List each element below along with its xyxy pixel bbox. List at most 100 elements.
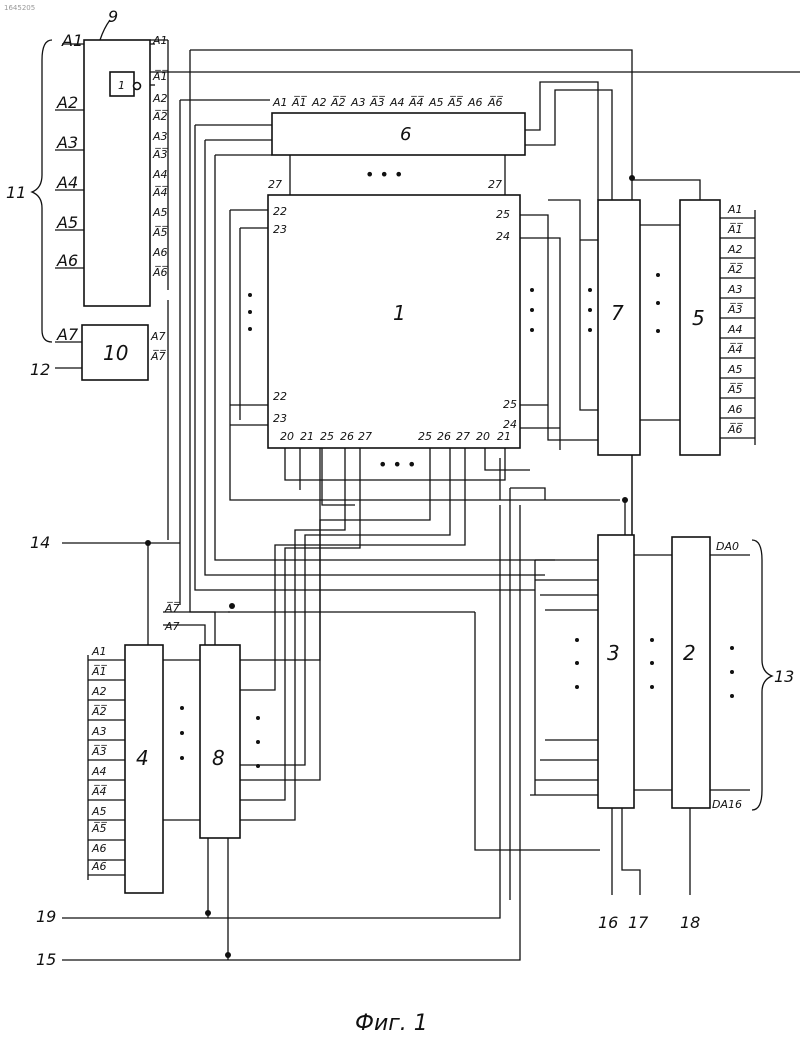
- block-8-label: 8: [212, 746, 225, 770]
- ref-11: 11: [6, 183, 26, 202]
- reg11-out-label: A1: [152, 34, 168, 47]
- block-6: 6: [272, 113, 525, 155]
- b1-bottom-pin: 25: [418, 430, 432, 443]
- reg11-out-label: A̅3̅: [152, 148, 169, 161]
- bus-bottom-label: DA16: [712, 798, 742, 811]
- b4-top-label: A̅7̅: [164, 602, 181, 615]
- ref-14: 14: [30, 533, 50, 552]
- block-2-label: 2: [683, 641, 696, 665]
- b4-label: A2: [91, 685, 107, 698]
- b6-in-label: A3: [350, 96, 366, 109]
- b6-in-label: A1: [272, 96, 288, 109]
- bus-top-label: DA0: [716, 540, 739, 553]
- b4-label: A̅2̅: [91, 705, 108, 718]
- b1-bottom-pin: 20: [280, 430, 294, 443]
- b6-in-label: A̅6̅: [487, 96, 504, 109]
- b6-in-label: A2: [311, 96, 327, 109]
- b6-in-label: A6: [467, 96, 483, 109]
- block-6-body: [272, 113, 525, 155]
- reg11-out-label: A̅1̅: [152, 70, 169, 83]
- reg11-in-label: A5: [56, 213, 78, 232]
- b1-bottom-pin: 27: [456, 430, 470, 443]
- b6-pin-left: 27: [268, 178, 282, 191]
- brace-11: [32, 40, 52, 342]
- inverter-label: 1: [118, 79, 125, 92]
- reg11-in-label: A4: [56, 173, 78, 192]
- reg10-out-label: A̅7̅: [150, 350, 167, 363]
- b1-left-pin: 22: [273, 205, 287, 218]
- reg11-out-label: A̅2̅: [152, 110, 169, 123]
- figure-caption: Фиг. 1: [355, 1011, 428, 1036]
- block-8-body: [200, 645, 240, 838]
- b6-in-label: A̅3̅: [369, 96, 386, 109]
- reg11-out-label: A5: [152, 206, 168, 219]
- block-5: 5: [680, 200, 720, 455]
- b1-bottom-pin: 20: [476, 430, 490, 443]
- reg11-out-label: A3: [152, 130, 168, 143]
- block-2-body: [672, 537, 710, 808]
- inverter-bubble: [134, 83, 141, 90]
- reg11-in-label: A1: [61, 31, 83, 50]
- reg11-out-label: A̅4̅: [152, 186, 169, 199]
- b4-label: A3: [91, 725, 107, 738]
- block-3: 3: [598, 535, 634, 808]
- block-7: 7: [598, 200, 640, 455]
- b1-bottom-pin: 25: [320, 430, 334, 443]
- reg11-in-label: A2: [56, 93, 78, 112]
- reg11-out-label: A2: [152, 92, 168, 105]
- block-4-label: 4: [136, 746, 149, 770]
- block-3-label: 3: [607, 641, 620, 665]
- ref-18: 18: [680, 913, 700, 932]
- bus-13-labels: DA0 DA16: [712, 540, 772, 811]
- b6-in-label: A4: [389, 96, 405, 109]
- block-8: 8: [200, 645, 240, 838]
- b1-left-pin: 22: [273, 390, 287, 403]
- b6-in-label: A̅1̅: [291, 96, 308, 109]
- b5-label: A6: [727, 403, 743, 416]
- block-7-label: 7: [611, 301, 624, 325]
- ref-9: 9: [108, 7, 118, 26]
- b6-ellipsis: • • •: [365, 165, 403, 184]
- b1-bottom-pin: 21: [497, 430, 511, 443]
- block-1: 1: [268, 195, 520, 448]
- b4-top-label: A7: [164, 620, 180, 633]
- b4-label: A̅4̅: [91, 785, 108, 798]
- b5-label: A̅6̅: [727, 423, 744, 436]
- b1-left-pin: 23: [273, 412, 287, 425]
- block-1-label: 1: [393, 301, 406, 325]
- reg10-out-label: A7: [150, 330, 166, 343]
- b1-bottom-ellipsis: • • •: [378, 455, 416, 474]
- b1-bottom-pin: 21: [300, 430, 314, 443]
- b4-label: A̅5̅: [91, 822, 108, 835]
- b5-label: A̅4̅: [727, 343, 744, 356]
- block-6-label: 6: [400, 124, 411, 145]
- b1-right-pin: 25: [496, 208, 510, 221]
- b5-label: A1: [727, 203, 743, 216]
- block-2: 2: [672, 537, 710, 808]
- b6-pin-right: 27: [488, 178, 502, 191]
- b5-label: A5: [727, 363, 743, 376]
- ref-15: 15: [36, 950, 56, 969]
- reg11-in-label: A6: [56, 251, 78, 270]
- b4-label: A̅1̅: [91, 665, 108, 678]
- wiring: [55, 44, 800, 960]
- block-3-body: [598, 535, 634, 808]
- b5-label: A̅5̅: [727, 383, 744, 396]
- b5-label: A4: [727, 323, 743, 336]
- ref-19: 19: [36, 907, 56, 926]
- ref-13: 13: [774, 667, 794, 686]
- ref-12: 12: [30, 360, 50, 379]
- b5-label: A2: [727, 243, 743, 256]
- b4-label: A1: [91, 645, 107, 658]
- b6-in-label: A̅2̅: [330, 96, 347, 109]
- b5-label: A3: [727, 283, 743, 296]
- b6-in-label: A̅5̅: [447, 96, 464, 109]
- reg10-in-label: A7: [56, 325, 79, 344]
- b1-right-pin: 25: [503, 398, 517, 411]
- ref-16: 16: [598, 913, 618, 932]
- reg11-out-label: A6: [152, 246, 168, 259]
- block-5-label: 5: [692, 306, 705, 330]
- b1-bottom-pin: 27: [358, 430, 372, 443]
- register-10: 10: [82, 325, 148, 380]
